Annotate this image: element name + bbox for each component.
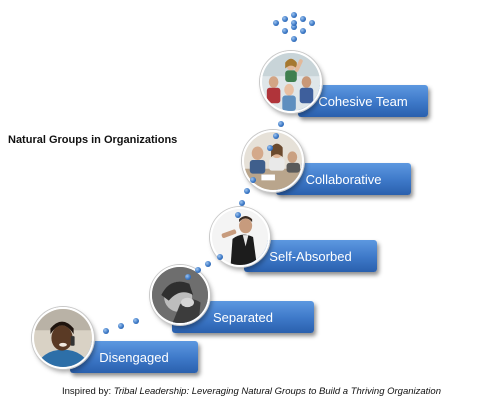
step-self-absorbed: Self-Absorbed <box>244 240 377 272</box>
arrow-dot <box>291 36 297 42</box>
arrow-dot <box>282 28 288 34</box>
path-dot <box>205 261 211 267</box>
step-disengaged-label: Disengaged <box>99 349 169 365</box>
path-dot <box>235 212 241 218</box>
path-dot <box>133 318 139 324</box>
path-dot <box>217 254 223 260</box>
credit-source: Tribal Leadership: Leveraging Natural Gr… <box>113 386 441 397</box>
arrow-dot <box>300 28 306 34</box>
arrow-dot <box>309 20 315 26</box>
path-dot <box>250 177 256 183</box>
arrow-dot <box>273 20 279 26</box>
step-self-absorbed-label: Self-Absorbed <box>269 248 352 264</box>
step-collaborative: Collaborative <box>276 163 411 195</box>
path-dot <box>195 267 201 273</box>
team-celebration-photo <box>260 51 322 113</box>
diagram-title: Natural Groups in Organizations <box>8 134 178 146</box>
path-dot <box>267 145 273 151</box>
source-credit: Inspired by: Tribal Leadership: Leveragi… <box>62 386 441 397</box>
path-dot <box>244 188 250 194</box>
step-disengaged: Disengaged <box>70 341 198 373</box>
woman-on-phone-photo <box>32 307 94 369</box>
path-dot <box>273 133 279 139</box>
path-dot <box>185 274 191 280</box>
path-dot <box>118 323 124 329</box>
arrow-dot <box>300 16 306 22</box>
arrow-dot <box>291 24 297 30</box>
arrow-dot <box>291 12 297 18</box>
credit-prefix: Inspired by: <box>62 386 112 397</box>
distressed-person-photo <box>150 265 210 325</box>
path-dot <box>103 328 109 334</box>
step-cohesive-team-label: Cohesive Team <box>318 93 408 109</box>
path-dot <box>278 121 284 127</box>
step-collaborative-label: Collaborative <box>305 171 382 187</box>
arrow-dot <box>291 20 297 26</box>
office-meeting-photo <box>242 130 304 192</box>
step-separated-label: Separated <box>213 309 273 325</box>
path-dot <box>239 200 245 206</box>
arrow-dot <box>282 16 288 22</box>
